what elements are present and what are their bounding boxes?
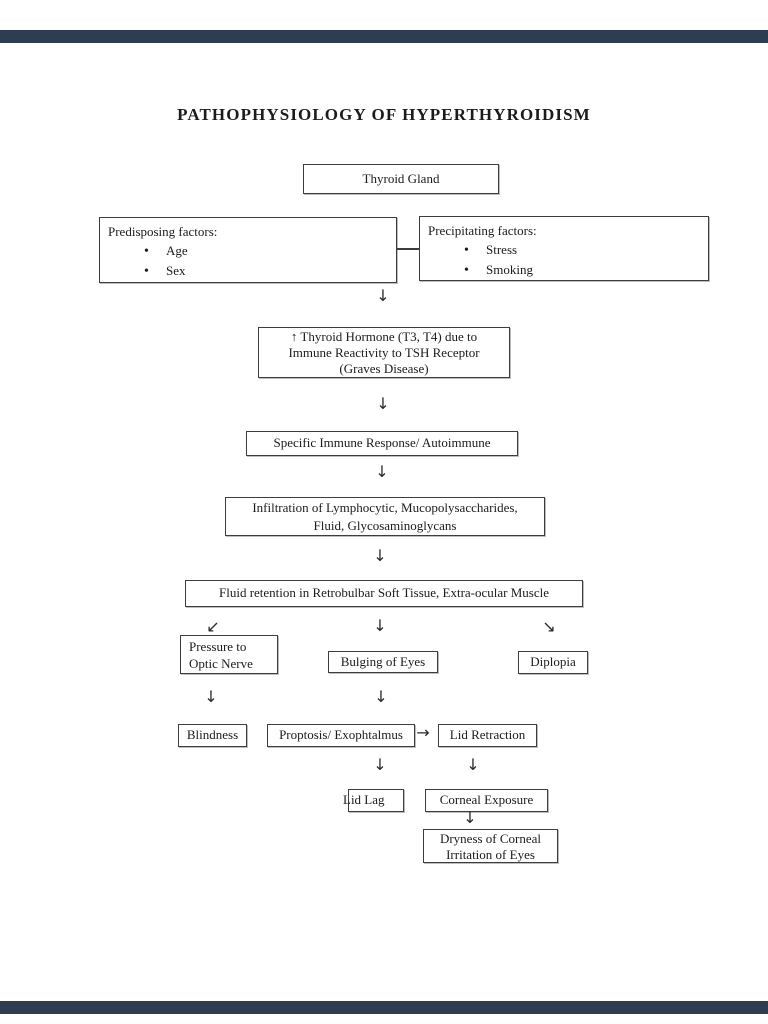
precipitating-heading: Precipitating factors: (428, 223, 537, 238)
node-fluid-retention: Fluid retention in Retrobulbar Soft Tiss… (185, 580, 583, 607)
down-arrow: ↓ (375, 462, 389, 481)
infiltration-line-1: Infiltration of Lymphocytic, Mucopolysac… (252, 500, 518, 515)
bullet-icon: • (144, 244, 149, 259)
down-arrow: ↓ (466, 755, 480, 774)
bullet-item-smoking: • Smoking (428, 260, 700, 280)
bullet-icon: • (464, 263, 469, 278)
right-arrow: → (416, 723, 430, 742)
bullet-label: Age (166, 243, 188, 258)
infiltration-line-2: Fluid, Glycosaminoglycans (313, 518, 457, 533)
hormone-line-3: (Graves Disease) (339, 361, 429, 376)
bullet-icon: • (464, 243, 469, 258)
bullet-label: Stress (486, 242, 518, 257)
bullet-label: Smoking (486, 262, 533, 277)
pressure-line-1: Pressure to (189, 639, 247, 654)
pressure-line-2: Optic Nerve (189, 656, 253, 671)
node-immune-response: Specific Immune Response/ Autoimmune (246, 431, 518, 456)
hormone-line-2: Immune Reactivity to TSH Receptor (288, 345, 480, 360)
bullet-item-sex: • Sex (108, 261, 388, 281)
page-title: PATHOPHYSIOLOGY OF HYPERTHYROIDISM (177, 105, 591, 124)
dryness-line-1: Dryness of Corneal (439, 831, 542, 846)
bullet-label: Sex (166, 263, 186, 278)
page-gap-bar-bottom (0, 1001, 768, 1014)
down-arrow: ↓ (373, 546, 387, 565)
down-right-arrow: ↘ (542, 617, 556, 636)
down-arrow: ↓ (376, 286, 390, 305)
down-arrow: ↓ (463, 808, 477, 827)
node-thyroid-hormone: ↑ Thyroid Hormone (T3, T4) due to Immune… (258, 327, 510, 378)
bullet-item-stress: • Stress (428, 240, 700, 260)
node-bulging-of-eyes: Bulging of Eyes (328, 651, 438, 673)
bullet-item-age: • Age (108, 241, 388, 261)
down-arrow: ↓ (373, 616, 387, 635)
predisposing-heading: Predisposing factors: (108, 224, 218, 239)
node-lid-retraction: Lid Retraction (438, 724, 537, 747)
node-pressure-optic-nerve: Pressure to Optic Nerve (180, 635, 278, 674)
down-arrow: ↓ (204, 687, 218, 706)
node-diplopia: Diplopia (518, 651, 588, 674)
page-gap-bar-top (0, 30, 768, 43)
bullet-icon: • (144, 264, 149, 279)
down-arrow: ↓ (373, 755, 387, 774)
node-proptosis: Proptosis/ Exophtalmus (267, 724, 415, 747)
down-arrow: ↓ (376, 394, 390, 413)
node-corneal-exposure: Corneal Exposure (425, 789, 548, 812)
connector-line (397, 248, 419, 250)
node-infiltration: Infiltration of Lymphocytic, Mucopolysac… (225, 497, 545, 536)
node-thyroid-gland: Thyroid Gland (303, 164, 499, 194)
node-dryness: Dryness of Corneal Irritation of Eyes (423, 829, 558, 863)
dryness-line-2: Irritation of Eyes (446, 847, 535, 862)
node-precipitating-factors: Precipitating factors: • Stress • Smoking (419, 216, 709, 281)
down-arrow: ↓ (374, 687, 388, 706)
hormone-line-1: ↑ Thyroid Hormone (T3, T4) due to (290, 329, 478, 344)
down-left-arrow: ↙ (206, 617, 220, 636)
node-predisposing-factors: Predisposing factors: • Age • Sex (99, 217, 397, 283)
node-blindness: Blindness (178, 724, 247, 747)
node-lid-lag: Lid Lag (343, 789, 404, 812)
